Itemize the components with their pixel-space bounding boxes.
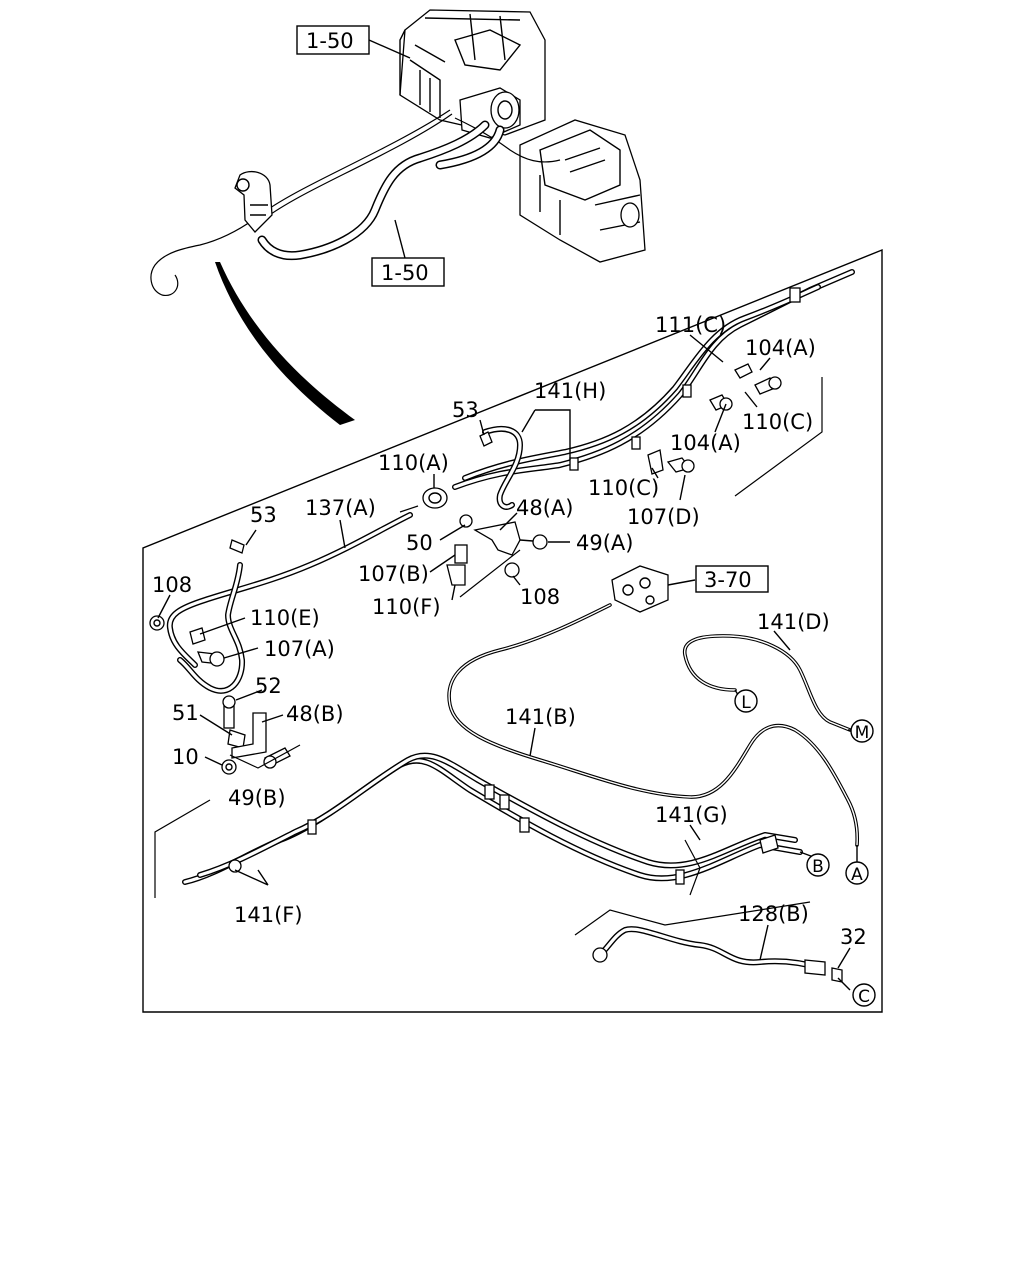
ref-text-valve: 3-70 <box>704 568 752 592</box>
connector-l-text: L <box>741 693 751 713</box>
label-110c-lower: 110(C) <box>588 476 659 500</box>
label-107d: 107(D) <box>627 505 700 529</box>
valve-assembly <box>611 565 696 613</box>
label-141b: 141(B) <box>505 705 576 729</box>
label-53-upper: 53 <box>452 398 479 422</box>
heater-unit-illustration <box>150 9 646 297</box>
pipe-128b <box>574 901 843 983</box>
label-50: 50 <box>406 531 433 555</box>
label-10: 10 <box>172 745 199 769</box>
ref-text-top-hose: 1-50 <box>381 261 429 285</box>
ref-box-valve: 3-70 <box>695 565 769 593</box>
detail-frame <box>142 248 883 1013</box>
label-110e: 110(E) <box>250 606 320 630</box>
label-141d: 141(D) <box>757 610 830 634</box>
connector-b-text: B <box>812 857 824 877</box>
label-108-right: 108 <box>520 585 560 609</box>
label-107b: 107(B) <box>358 562 429 586</box>
ref-text-top-unit: 1-50 <box>306 29 354 53</box>
cable-141d <box>683 634 852 732</box>
leader-lines <box>157 334 858 991</box>
label-53-left: 53 <box>250 503 277 527</box>
ref-box-top-unit: 1-50 <box>296 25 411 59</box>
label-32: 32 <box>840 925 867 949</box>
connector-a-text: A <box>851 865 863 885</box>
label-104a-lower: 104(A) <box>670 431 741 455</box>
label-141h: 141(H) <box>534 379 606 403</box>
connector-l: L <box>734 689 758 713</box>
connector-b: B <box>806 853 830 877</box>
label-137a: 137(A) <box>305 496 376 520</box>
location-arrow <box>215 262 355 425</box>
label-128b: 128(B) <box>738 902 809 926</box>
left-hose-assembly <box>149 431 548 775</box>
ref-box-top-hose: 1-50 <box>371 219 445 287</box>
label-51: 51 <box>172 701 199 725</box>
label-141g: 141(G) <box>655 803 728 827</box>
label-49b: 49(B) <box>228 786 286 810</box>
connector-a: A <box>845 861 869 885</box>
label-111c: 111(C) <box>655 313 726 337</box>
connector-c-text: C <box>858 987 870 1007</box>
label-48b: 48(B) <box>286 702 344 726</box>
connector-m: M <box>850 719 874 743</box>
part-labels: 111(C) 104(A) 53 141(H) 110(C) 104(A) 11… <box>152 313 867 949</box>
label-110c-upper: 110(C) <box>742 410 813 434</box>
upper-hose-assembly <box>452 269 855 510</box>
label-52: 52 <box>255 674 282 698</box>
label-141f: 141(F) <box>234 903 303 927</box>
label-110f: 110(F) <box>372 595 441 619</box>
cable-141b <box>447 603 860 847</box>
label-110a: 110(A) <box>378 451 449 475</box>
label-104a-upper: 104(A) <box>745 336 816 360</box>
lower-hose-assembly <box>154 752 803 898</box>
connector-m-text: M <box>855 723 870 743</box>
label-48a: 48(A) <box>516 496 573 520</box>
connector-c: C <box>852 983 876 1007</box>
label-49a: 49(A) <box>576 531 633 555</box>
label-107a: 107(A) <box>264 637 335 661</box>
label-108-left: 108 <box>152 573 192 597</box>
